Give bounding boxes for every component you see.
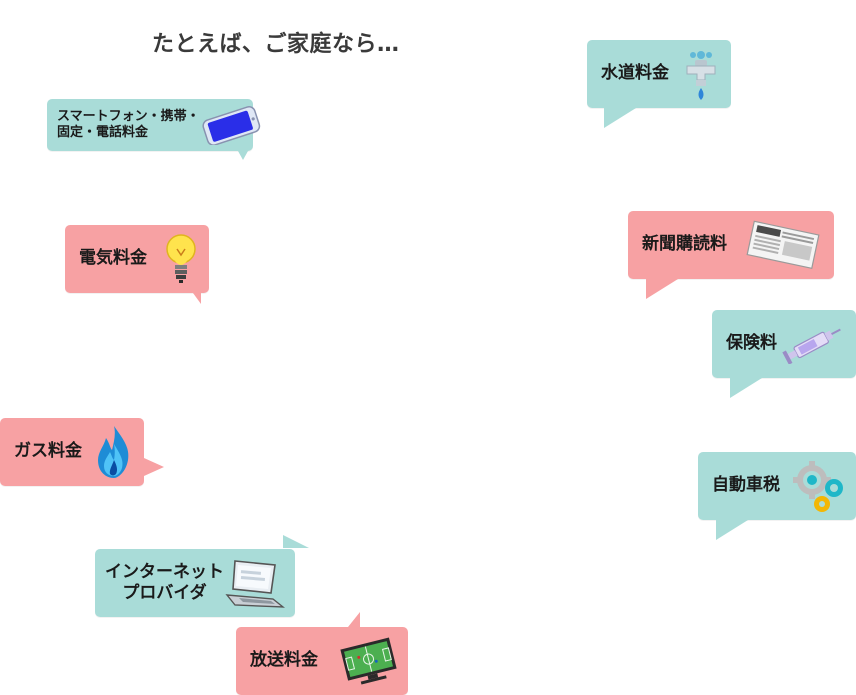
bubble-internet: インターネット プロバイダ: [95, 549, 295, 617]
bubble-electric: 電気料金: [65, 225, 209, 293]
television-icon: [340, 637, 397, 685]
bubble-water-tail: [604, 108, 636, 128]
bubble-car-tax-label: 自動車税: [712, 475, 780, 496]
bubble-water: 水道料金: [587, 40, 731, 108]
bubble-gas-tail: [144, 458, 164, 476]
bubble-insurance-label: 保険料: [726, 333, 777, 354]
light-bulb-icon: [166, 234, 196, 283]
smartphone-icon: [202, 106, 260, 145]
bubble-internet-tail: [283, 535, 309, 548]
bubble-car-tax: 自動車税: [698, 452, 856, 520]
syringe-icon: [782, 328, 841, 364]
gears-icon: [793, 461, 843, 512]
bubble-newspaper-tail: [646, 279, 678, 299]
bubble-newspaper-label: 新聞購読料: [642, 234, 727, 255]
laptop-icon: [225, 560, 285, 608]
bubble-smartphone-line2: 固定・電話料金: [57, 125, 149, 140]
faucet-icon: [686, 51, 716, 100]
bubble-electric-tail: [193, 293, 201, 304]
bubble-gas-label: ガス料金: [14, 441, 82, 462]
bubble-smartphone-tail: [238, 151, 248, 160]
bubble-broadcast: 放送料金: [236, 627, 408, 695]
bubble-car-tax-tail: [716, 520, 748, 540]
bubble-broadcast-label: 放送料金: [250, 650, 318, 671]
bubble-internet-label: インターネット プロバイダ: [105, 562, 224, 605]
bubble-gas: ガス料金: [0, 418, 144, 486]
bubble-internet-line2: プロバイダ: [122, 583, 207, 603]
bubble-electric-label: 電気料金: [79, 248, 147, 269]
bubble-water-label: 水道料金: [601, 63, 669, 84]
bubble-smartphone-line1: スマートフォン・携帯・: [57, 108, 200, 124]
bubble-insurance-tail: [730, 378, 762, 398]
bubble-broadcast-tail: [348, 612, 360, 627]
page-title: たとえば、ご家庭なら…: [152, 32, 400, 57]
bubble-insurance: 保険料: [712, 310, 856, 378]
bubble-smartphone: スマートフォン・携帯・ 固定・電話料金: [47, 99, 260, 151]
bubble-smartphone-label: スマートフォン・携帯・ 固定・電話料金: [57, 109, 200, 142]
bubble-newspaper: 新聞購読料: [628, 211, 834, 279]
gas-flame-icon: [98, 426, 129, 478]
newspaper-icon: [746, 220, 820, 269]
bubble-internet-line1: インターネット: [105, 561, 224, 582]
